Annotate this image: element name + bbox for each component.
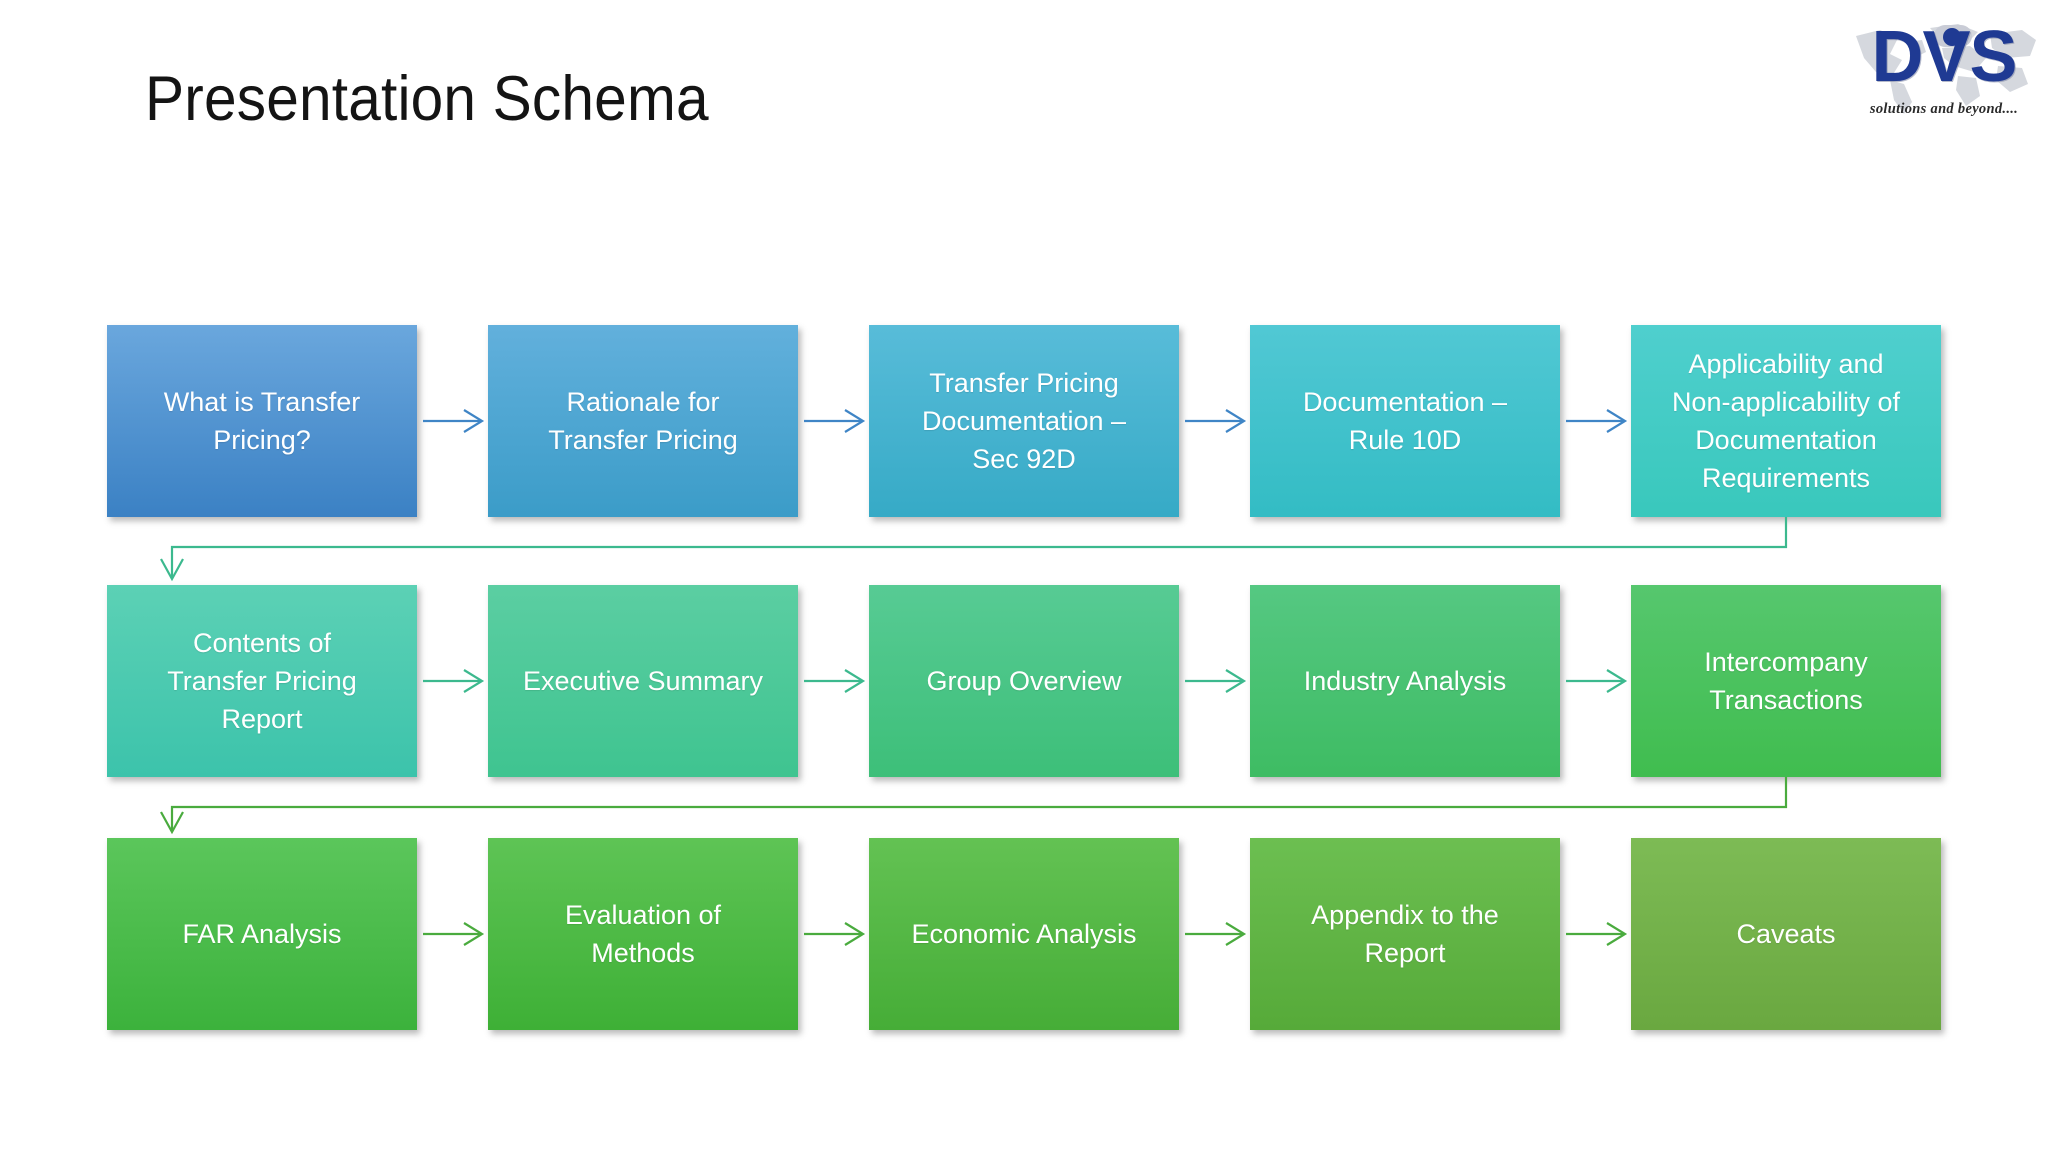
dvs-logo: DVS solutions and beyond....	[1846, 14, 2042, 120]
flow-node-label: FAR Analysis	[182, 919, 342, 949]
flow-node-label: Executive Summary	[522, 666, 764, 696]
flow-node-label: Economic Analysis	[911, 919, 1137, 949]
page-title: Presentation Schema	[145, 64, 709, 134]
flow-node[interactable]: Caveats	[1631, 838, 1941, 1030]
logo-tagline: solutions and beyond....	[1869, 101, 2019, 117]
flow-node[interactable]: Executive Summary	[488, 585, 798, 777]
flow-node[interactable]: Documentation –Rule 10D	[1250, 325, 1560, 517]
logo-dot-icon	[1943, 28, 1961, 46]
flow-node-label: Caveats	[1736, 919, 1836, 949]
flow-node-label: Group Overview	[926, 666, 1122, 696]
flow-node-label: Documentation –Rule 10D	[1302, 387, 1508, 455]
flow-node[interactable]: Group Overview	[869, 585, 1179, 777]
flow-node-label: Industry Analysis	[1303, 666, 1507, 696]
flow-node[interactable]: FAR Analysis	[107, 838, 417, 1030]
flow-node[interactable]: Industry Analysis	[1250, 585, 1560, 777]
flow-node[interactable]: Economic Analysis	[869, 838, 1179, 1030]
